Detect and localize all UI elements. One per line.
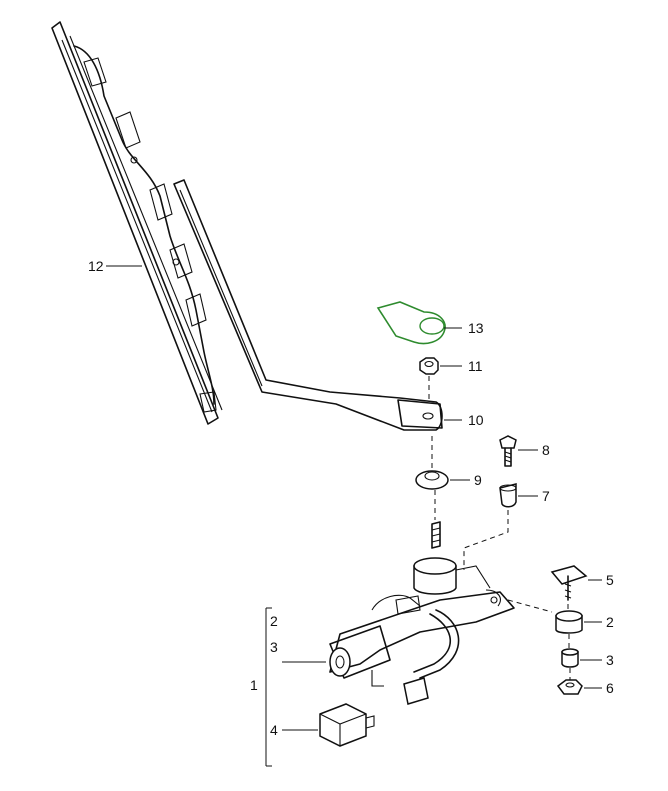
leader-lines — [106, 265, 602, 767]
part-2-rubber-mount[interactable] — [555, 610, 583, 634]
callout-7: 7 — [542, 488, 550, 504]
callout-2-right: 2 — [606, 614, 614, 630]
part-7-grommet[interactable] — [499, 483, 517, 508]
part-4-relay[interactable] — [319, 703, 375, 747]
callout-13: 13 — [468, 320, 484, 336]
callout-8: 8 — [542, 442, 550, 458]
part-9-seal[interactable] — [415, 470, 449, 490]
part-11-nut[interactable] — [419, 357, 439, 375]
wiper-motor-assembly[interactable] — [329, 521, 515, 705]
callout-10: 10 — [468, 412, 484, 428]
callout-9: 9 — [474, 472, 482, 488]
callout-4: 4 — [270, 722, 278, 738]
callout-6: 6 — [606, 680, 614, 696]
part-6-flange-nut[interactable] — [556, 679, 583, 695]
part-13-cover-cap[interactable] — [376, 301, 446, 345]
part-5-plate[interactable] — [550, 565, 588, 601]
callout-11: 11 — [468, 358, 483, 374]
callout-5: 5 — [606, 572, 614, 588]
callout-labels: 12 13 11 10 8 9 7 5 2 3 6 2 3 1 4 — [88, 258, 614, 738]
callout-3-right: 3 — [606, 652, 614, 668]
part-10-wiper-arm[interactable] — [173, 179, 443, 431]
part-12-wiper-blade[interactable] — [51, 21, 223, 425]
callout-3-left: 3 — [270, 639, 278, 655]
callout-1: 1 — [250, 677, 258, 693]
callout-12: 12 — [88, 258, 104, 274]
part-3-spacer[interactable] — [561, 648, 579, 668]
callout-2-left: 2 — [270, 613, 278, 629]
assembly-lines — [428, 376, 571, 680]
part-8-screw[interactable] — [499, 435, 517, 467]
